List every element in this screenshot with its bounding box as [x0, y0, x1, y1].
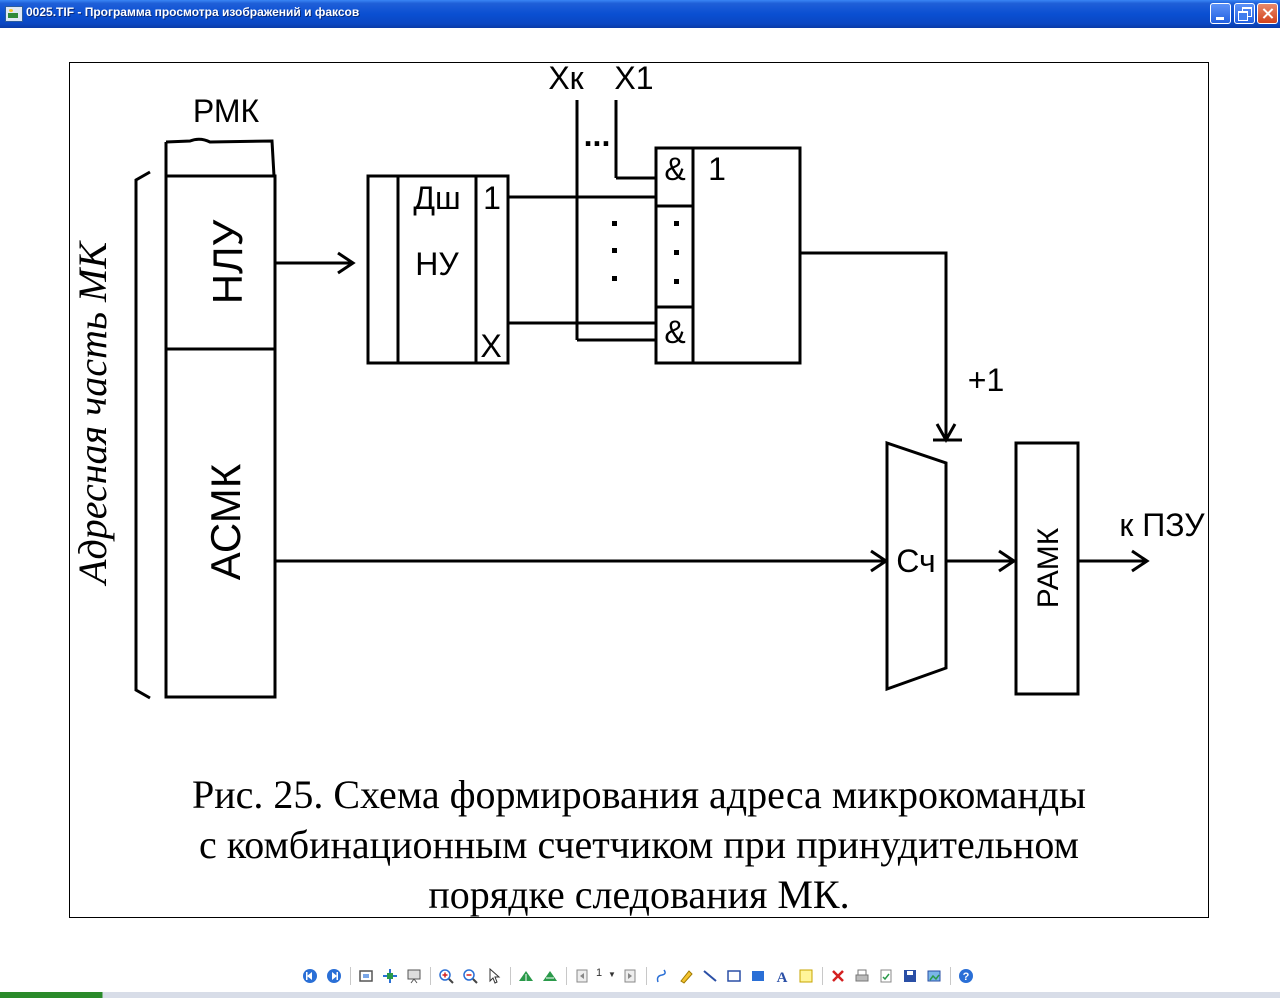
side-bracket — [134, 170, 151, 700]
label-dots-top: ... — [584, 117, 611, 153]
rotate-counterclockwise-icon[interactable] — [542, 968, 558, 984]
filled-rectangle-icon[interactable] — [750, 968, 766, 984]
label-plus-one: +1 — [968, 362, 1004, 398]
frame-icon[interactable] — [726, 968, 742, 984]
next-image-icon[interactable] — [326, 968, 342, 984]
svg-text:A: A — [777, 970, 788, 984]
caption-line-2: с комбинационным счетчиком при принудите… — [199, 822, 1079, 867]
save-icon[interactable] — [902, 968, 918, 984]
ellipsis-dots — [612, 221, 679, 284]
delete-icon[interactable] — [830, 968, 846, 984]
image-frame — [69, 62, 1209, 918]
label-decoder-out-last: X — [480, 328, 501, 364]
register-rmk — [164, 174, 277, 699]
label-decoder-out-first: 1 — [483, 180, 501, 216]
label-counter: Сч — [896, 543, 935, 579]
app-icon — [5, 6, 23, 22]
register-top-outline — [165, 137, 276, 177]
label-input-xk: Xк — [548, 60, 584, 96]
text-icon[interactable]: A — [774, 968, 790, 984]
maximize-button[interactable] — [1234, 3, 1255, 24]
previous-image-icon[interactable] — [302, 968, 318, 984]
label-decoder-mid: НУ — [415, 246, 459, 282]
label-rmk: РМК — [193, 93, 260, 129]
label-side: Адресная часть МК — [70, 240, 115, 587]
freehand-icon[interactable] — [654, 968, 670, 984]
zoom-out-icon[interactable] — [462, 968, 478, 984]
caption-line-3: порядке следования МК. — [428, 872, 850, 917]
counter-box — [885, 440, 948, 692]
label-input-x1: X1 — [614, 60, 653, 96]
logic-block — [654, 146, 802, 365]
edit-icon[interactable] — [926, 968, 942, 984]
line-icon[interactable] — [702, 968, 718, 984]
svg-text:?: ? — [963, 971, 970, 983]
next-page-icon[interactable] — [622, 968, 638, 984]
note-icon[interactable] — [798, 968, 814, 984]
print-icon[interactable] — [854, 968, 870, 984]
viewer-toolbar: 1 ▼ A ? — [0, 962, 1280, 990]
ramk-register — [1014, 441, 1080, 696]
label-and-bottom: & — [664, 314, 685, 350]
zoom-in-icon[interactable] — [438, 968, 454, 984]
label-decoder-top: Дш — [413, 180, 460, 216]
best-fit-icon[interactable] — [358, 968, 374, 984]
title-bar: 0025.TIF - Программа просмотра изображен… — [0, 0, 1280, 28]
label-ramk: РАМК — [1032, 527, 1065, 608]
label-nlu: НЛУ — [204, 219, 251, 304]
help-icon[interactable]: ? — [958, 968, 974, 984]
copy-icon[interactable] — [878, 968, 894, 984]
page-number[interactable]: 1 — [596, 967, 603, 979]
previous-page-icon[interactable] — [574, 968, 590, 984]
caption-line-1: Рис. 25. Схема формирования адреса микро… — [191, 772, 1087, 817]
page-dropdown-icon[interactable]: ▼ — [608, 970, 616, 979]
window-title: 0025.TIF - Программа просмотра изображен… — [26, 5, 360, 19]
decoder-box — [366, 174, 510, 365]
taskbar-edge — [0, 992, 1280, 998]
pointer-icon[interactable] — [486, 968, 502, 984]
close-button[interactable] — [1257, 3, 1278, 24]
label-asmk: АСМК — [202, 463, 249, 580]
highlighter-icon[interactable] — [678, 968, 694, 984]
label-and-top: & — [664, 151, 685, 187]
figure-caption: Рис. 25. Схема формирования адреса микро… — [70, 770, 1208, 920]
rotate-clockwise-icon[interactable] — [518, 968, 534, 984]
label-output: к ПЗУ — [1119, 507, 1205, 543]
minimize-button[interactable] — [1210, 3, 1231, 24]
slideshow-icon[interactable] — [406, 968, 422, 984]
actual-size-icon[interactable] — [382, 968, 398, 984]
label-or: 1 — [708, 151, 726, 187]
